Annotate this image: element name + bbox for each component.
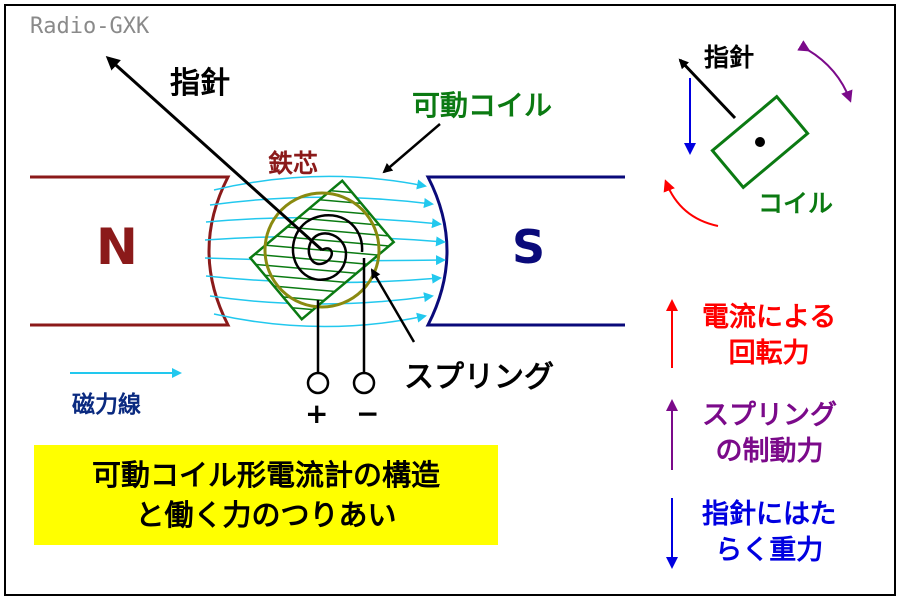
title-box: 可動コイル形電流計の構造 と働く力のつりあい (34, 445, 498, 545)
coil-pointer (382, 123, 441, 174)
inset-coil-label: コイル (758, 189, 834, 218)
north-pole-label: N (96, 218, 138, 276)
outer-border (4, 4, 896, 596)
south-pole-magnet (425, 175, 625, 327)
needle (105, 55, 324, 252)
spiral-spring (291, 213, 364, 282)
inset-torque-arc-arrow (663, 179, 719, 227)
inset-pivot-dot (755, 137, 765, 147)
gravity-label: 指針にはた らく重力 (702, 497, 836, 569)
terminal-plus (306, 371, 330, 395)
gravity-line-1: 指針にはた (702, 499, 837, 530)
spring-braking-label: スプリング の制動力 (702, 398, 837, 470)
needle-label: 指針 (170, 66, 230, 101)
moving-coil-label: 可動コイル (412, 89, 553, 122)
title-line-2: と働く力のつりあい (135, 498, 397, 532)
terminal-minus (352, 371, 376, 395)
spring-braking-line-1: スプリング (702, 400, 837, 431)
iron-core-ring (263, 191, 381, 309)
current-torque-line-1: 電流による (702, 302, 837, 333)
minus-terminal-label: − (356, 397, 380, 430)
inset-needle-label: 指針 (704, 43, 755, 72)
spring-label: スプリング (404, 360, 554, 395)
flux-lines-label: 磁力線 (72, 392, 141, 418)
watermark: Radio-GXK (30, 14, 150, 39)
inset-spring-arc-arrow (797, 40, 853, 103)
current-torque-line-2: 回転力 (728, 338, 810, 369)
gravity-line-2: らく重力 (715, 535, 824, 566)
current-torque-label: 電流による 回転力 (702, 300, 836, 372)
plus-terminal-label: + (305, 397, 329, 430)
spring-pointer (370, 268, 416, 343)
iron-core-label: 鉄芯 (268, 149, 319, 178)
spring-braking-line-2: の制動力 (715, 436, 824, 467)
south-pole-label: S (512, 220, 546, 274)
inset-needle (678, 58, 737, 120)
title-line-1: 可動コイル形電流計の構造 (91, 458, 440, 492)
